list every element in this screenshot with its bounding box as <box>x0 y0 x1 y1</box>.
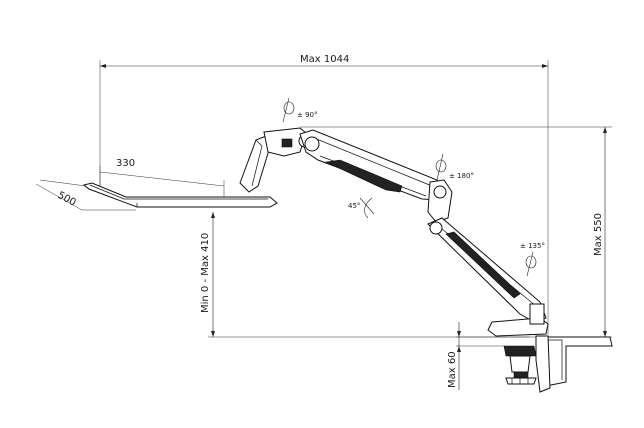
tilt-knob <box>281 138 293 148</box>
tilt-head <box>239 127 312 193</box>
base-pole <box>529 303 545 325</box>
upper-arm-groove <box>313 137 433 187</box>
rotate-90-icon <box>282 97 295 123</box>
max-height-arrow-bottom <box>603 331 607 337</box>
tray-depth-ext-top <box>39 179 87 187</box>
desk-thickness-label: Max 60 <box>447 351 458 388</box>
reach-arrow-left <box>100 64 106 68</box>
upper-arm-slot <box>324 159 403 193</box>
tray-width-dimension-line <box>99 171 225 187</box>
height-range-arrow-bottom <box>211 331 215 337</box>
lower-arm <box>427 217 547 323</box>
rotate-90-ellipse <box>283 101 295 115</box>
rotate-135-icon <box>525 251 537 277</box>
max-height-label: Max 550 <box>593 213 604 256</box>
tilt-45-axis <box>359 197 375 215</box>
desk-arrow-bottom <box>457 346 461 352</box>
rotate-180-axis <box>436 153 444 181</box>
lower-arm-slot <box>445 231 521 299</box>
rotate-base-label: ± 135° <box>520 242 545 250</box>
clamp-plate <box>503 345 537 357</box>
tilt-top-label: ± 90° <box>297 111 318 119</box>
desk-arrow-top <box>457 331 461 337</box>
rotate-180-icon <box>435 153 447 181</box>
clamp-screw-housing <box>509 355 531 373</box>
elbow-joint <box>427 179 453 223</box>
height-range-label: Min 0 - Max 410 <box>200 233 211 313</box>
desk-clamp <box>487 303 613 393</box>
height-range-arrow-top <box>211 212 215 218</box>
tilt-45-arc <box>364 197 373 219</box>
rotate-90-axis <box>282 97 290 123</box>
lower-arm-pivot <box>429 221 443 235</box>
rotate-180-ellipse <box>435 159 447 173</box>
max-height-arrow-top <box>603 127 607 133</box>
elbow-pivot <box>433 185 447 199</box>
upper-arm <box>299 129 447 201</box>
bracket-edge <box>251 139 263 187</box>
desk-slab <box>545 336 613 387</box>
rotate-middle-label: ± 180° <box>449 172 474 180</box>
desk-edge <box>548 339 563 380</box>
reach-arrow-right <box>542 64 548 68</box>
clamp-screw <box>513 371 529 379</box>
tilt-45-label: 45° <box>348 202 360 210</box>
rotate-135-ellipse <box>525 255 537 269</box>
upper-arm-pivot-left <box>304 136 320 152</box>
rotate-135-axis <box>526 251 534 277</box>
upper-arm-body <box>299 129 447 201</box>
clamp-arm <box>535 335 551 393</box>
clamp-knob <box>505 377 537 385</box>
laptop-tray <box>82 182 278 208</box>
max-reach-label: Max 1044 <box>300 54 349 65</box>
tray-body <box>82 182 278 208</box>
tray-depth-dimension-line <box>35 183 83 211</box>
tray-edge <box>89 184 268 200</box>
tray-width-label: 330 <box>116 158 135 169</box>
